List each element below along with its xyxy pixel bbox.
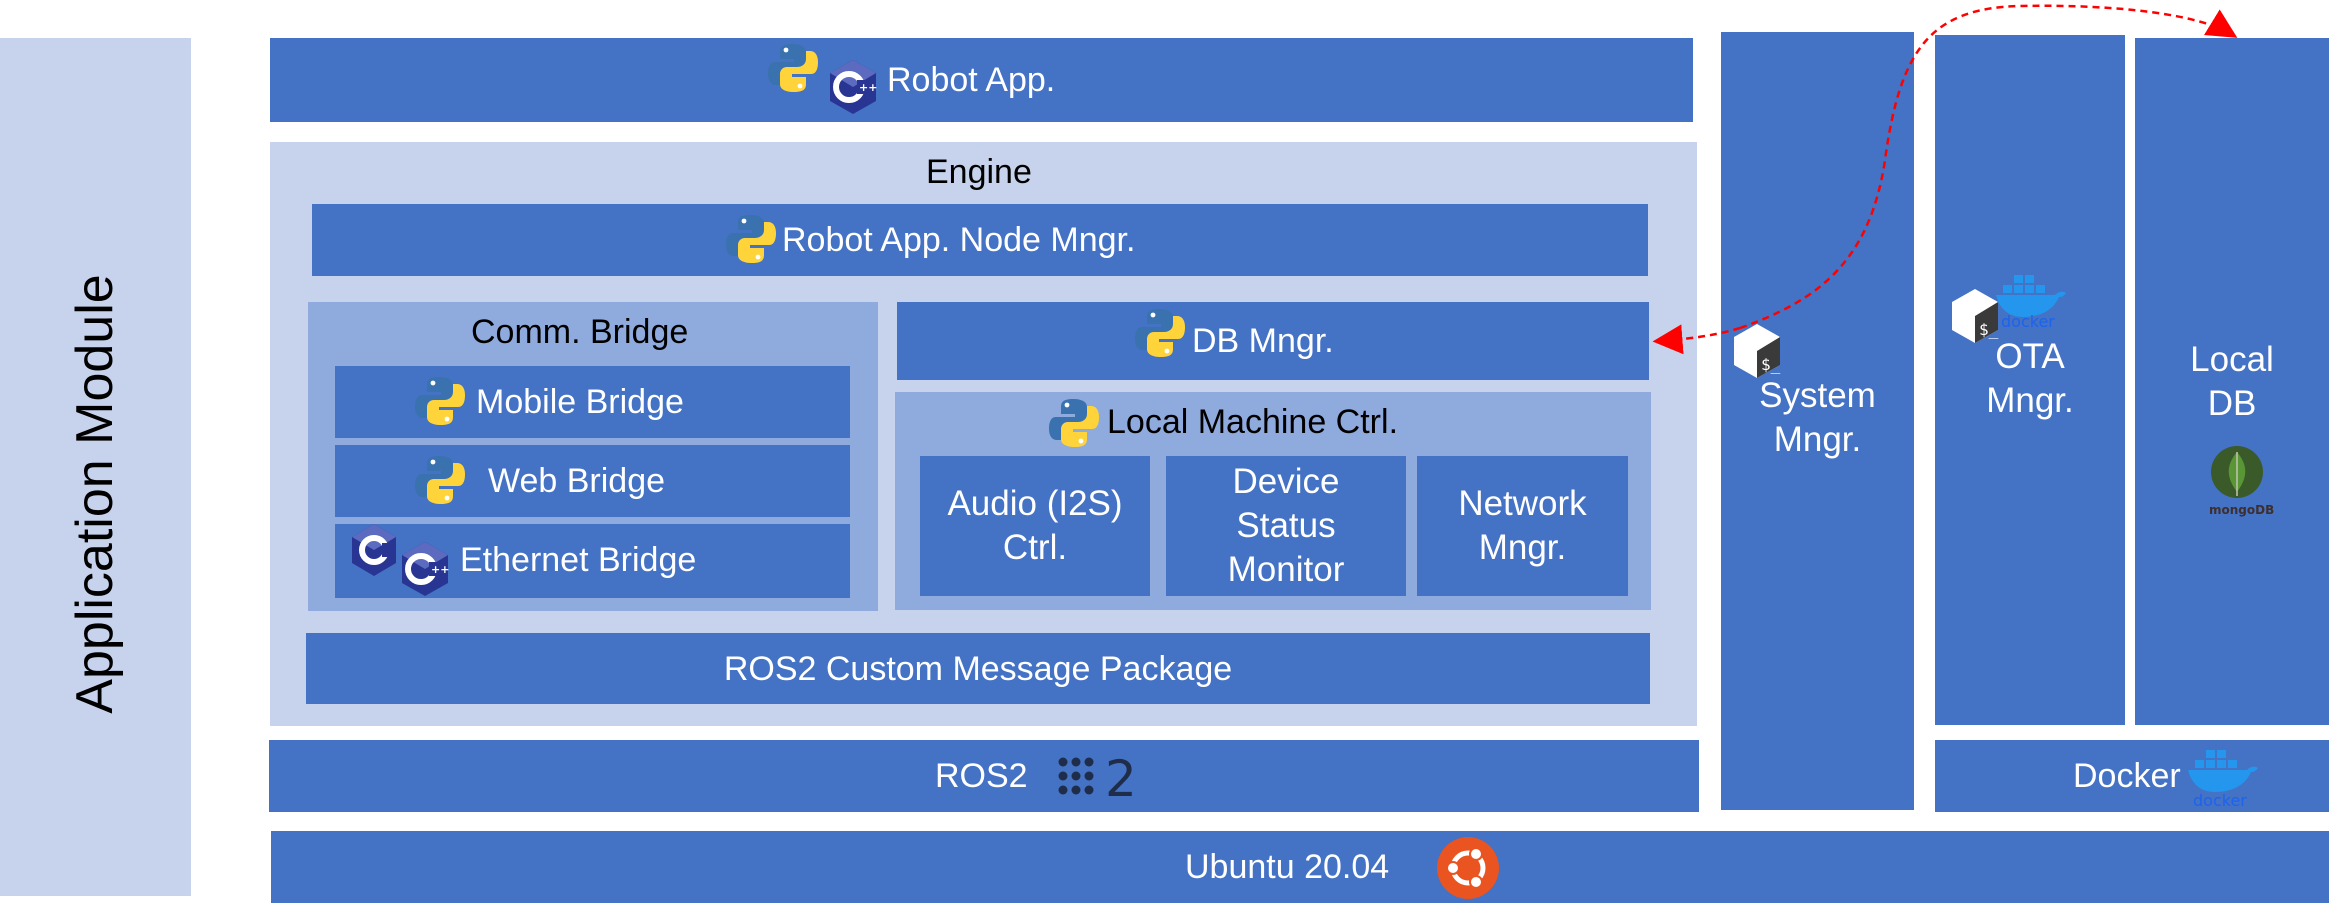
device-status-line2: Status — [1236, 506, 1336, 545]
engine-title: Engine — [926, 153, 1032, 191]
audio-ctrl-line1: Audio (I2S) — [947, 484, 1123, 523]
network-mngr-box: Network Mngr. — [1417, 456, 1628, 596]
docker-label: Docker — [2073, 757, 2181, 795]
system-mngr-line1: System — [1759, 376, 1876, 415]
robot-app-box: ++ Robot App. — [270, 38, 1693, 122]
ota-mngr-line2: Mngr. — [1986, 381, 2074, 420]
ethernet-bridge-box: ++ Ethernet Bridge — [335, 524, 850, 598]
svg-text:++: ++ — [431, 563, 449, 576]
engine-container: Engine Robot App. Node Mngr. Comm. Bridg… — [270, 142, 1697, 726]
ota-mngr-line1: OTA — [1995, 337, 2065, 376]
ros2-box: ROS2 2 — [269, 740, 1699, 812]
system-mngr-line2: Mngr. — [1773, 420, 1862, 459]
local-db-label: Local DB — [2135, 338, 2329, 426]
local-db-box: Local DB mongoDB — [2135, 38, 2329, 725]
local-db-line2: DB — [2207, 384, 2257, 423]
mobile-bridge-label: Mobile Bridge — [476, 383, 684, 421]
ubuntu-box: Ubuntu 20.04 — [271, 831, 2329, 903]
mongodb-icon: mongoDB — [2205, 446, 2275, 526]
python-icon — [413, 374, 467, 428]
comm-bridge-container: Comm. Bridge Mobile Bridge Web Bridge — [308, 302, 878, 611]
application-module-label: Application Module — [66, 274, 124, 714]
web-bridge-box: Web Bridge — [335, 445, 850, 517]
docker-icon: docker — [2185, 742, 2261, 810]
local-machine-ctrl-container: Local Machine Ctrl. Audio (I2S) Ctrl. De… — [895, 392, 1651, 610]
ros2-logo-digit: 2 — [1105, 752, 1137, 802]
ethernet-bridge-label: Ethernet Bridge — [460, 541, 697, 579]
ros2-label: ROS2 — [935, 757, 1028, 795]
local-db-line1: Local — [2190, 340, 2274, 379]
audio-ctrl-box: Audio (I2S) Ctrl. — [920, 456, 1150, 596]
cpp-icon: ++ — [399, 540, 451, 598]
network-mngr-label: Network Mngr. — [1458, 482, 1586, 570]
ros2-logo-icon: 2 — [1055, 752, 1151, 802]
db-mngr-label: DB Mngr. — [1192, 322, 1334, 360]
ota-mngr-box: docker $_ OTA Mngr. — [1935, 35, 2125, 725]
db-mngr-box: DB Mngr. — [897, 302, 1649, 380]
ota-mngr-label: OTA Mngr. — [1935, 335, 2125, 423]
python-icon — [1047, 396, 1101, 450]
network-mngr-line2: Mngr. — [1478, 528, 1567, 567]
docker-icon: docker — [1993, 267, 2069, 329]
system-mngr-label: System Mngr. — [1721, 374, 1914, 462]
ros2-custom-message-box: ROS2 Custom Message Package — [306, 633, 1650, 704]
terminal-icon: $_ — [1731, 322, 1783, 380]
ubuntu-logo-icon — [1436, 836, 1500, 900]
application-module-panel: Application Module — [0, 38, 191, 896]
ros2-custom-message-label: ROS2 Custom Message Package — [723, 649, 1233, 688]
robot-app-label: Robot App. — [887, 61, 1056, 99]
audio-ctrl-line2: Ctrl. — [1002, 528, 1068, 567]
system-mngr-box: $_ System Mngr. — [1721, 32, 1914, 810]
cpp-icon: ++ — [827, 58, 879, 116]
device-status-line3: Monitor — [1227, 550, 1345, 589]
docker-wordmark: docker — [2001, 312, 2055, 329]
network-mngr-line1: Network — [1458, 484, 1587, 523]
python-icon — [766, 41, 820, 95]
comm-bridge-title: Comm. Bridge — [471, 313, 689, 351]
svg-text:++: ++ — [859, 81, 877, 94]
robot-app-node-mngr-box: Robot App. Node Mngr. — [312, 204, 1648, 276]
python-icon — [1133, 306, 1187, 360]
svg-text:$_: $_ — [1761, 355, 1781, 374]
python-icon — [413, 453, 467, 507]
docker-box: Docker docker — [1935, 740, 2329, 812]
web-bridge-label: Web Bridge — [488, 462, 666, 500]
device-status-line1: Device — [1232, 462, 1340, 501]
local-machine-ctrl-title: Local Machine Ctrl. — [1107, 403, 1399, 441]
node-mngr-label: Robot App. Node Mngr. — [782, 221, 1136, 259]
audio-ctrl-label: Audio (I2S) Ctrl. — [947, 482, 1122, 570]
c-icon — [349, 522, 399, 578]
python-icon — [724, 212, 778, 266]
docker-wordmark: docker — [2193, 791, 2247, 810]
mongodb-wordmark: mongoDB — [2209, 503, 2274, 517]
device-status-monitor-label: Device Status Monitor — [1228, 460, 1345, 592]
device-status-monitor-box: Device Status Monitor — [1166, 456, 1406, 596]
mobile-bridge-box: Mobile Bridge — [335, 366, 850, 438]
ubuntu-label: Ubuntu 20.04 — [1185, 848, 1390, 886]
